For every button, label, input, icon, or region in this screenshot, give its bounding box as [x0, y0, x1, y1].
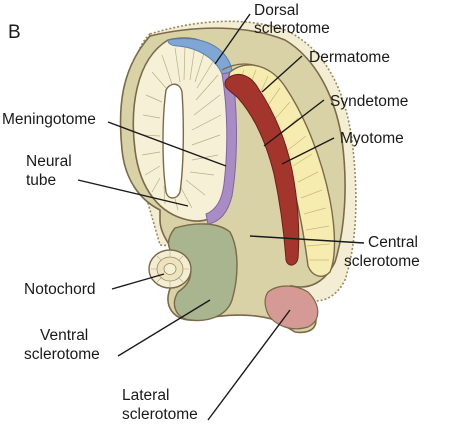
label-myotome: Myotome	[340, 130, 404, 147]
label-dermatome: Dermatome	[309, 49, 390, 66]
leader-myotome	[281, 137, 335, 165]
leader-meningotome	[107, 121, 227, 167]
meningotome-region	[205, 71, 237, 225]
label-meningotome: Meningotome	[2, 111, 96, 128]
leader-central-sclerotome	[249, 235, 365, 244]
label-lateral-sclerotome: Lateral sclerotome	[122, 387, 198, 423]
panel-label: B	[8, 22, 21, 43]
label-neural-tube: Neural tube	[26, 153, 76, 189]
lateral-sclerotome-region	[264, 285, 319, 330]
leader-dermatome	[261, 55, 303, 93]
leader-lateral-sclerotome	[207, 309, 291, 421]
neural-tube-striations	[141, 44, 222, 211]
leader-dorsal-sclerotome	[214, 13, 251, 65]
label-notochord: Notochord	[24, 281, 96, 298]
myotome-region	[224, 73, 300, 266]
notochord-structure	[148, 249, 192, 289]
label-syndetome: Syndetome	[330, 93, 408, 110]
neural-canal	[162, 83, 184, 199]
leader-notochord	[111, 273, 165, 290]
label-central-sclerotome: Central sclerotome	[344, 234, 422, 270]
leader-syndetome	[263, 99, 325, 147]
label-ventral-sclerotome: Ventral sclerotome	[24, 327, 100, 363]
label-dorsal-sclerotome: Dorsal sclerotome	[254, 2, 330, 37]
leader-ventral-sclerotome	[117, 299, 211, 357]
leader-neural-tube	[77, 179, 189, 207]
leader-lines	[77, 13, 365, 421]
